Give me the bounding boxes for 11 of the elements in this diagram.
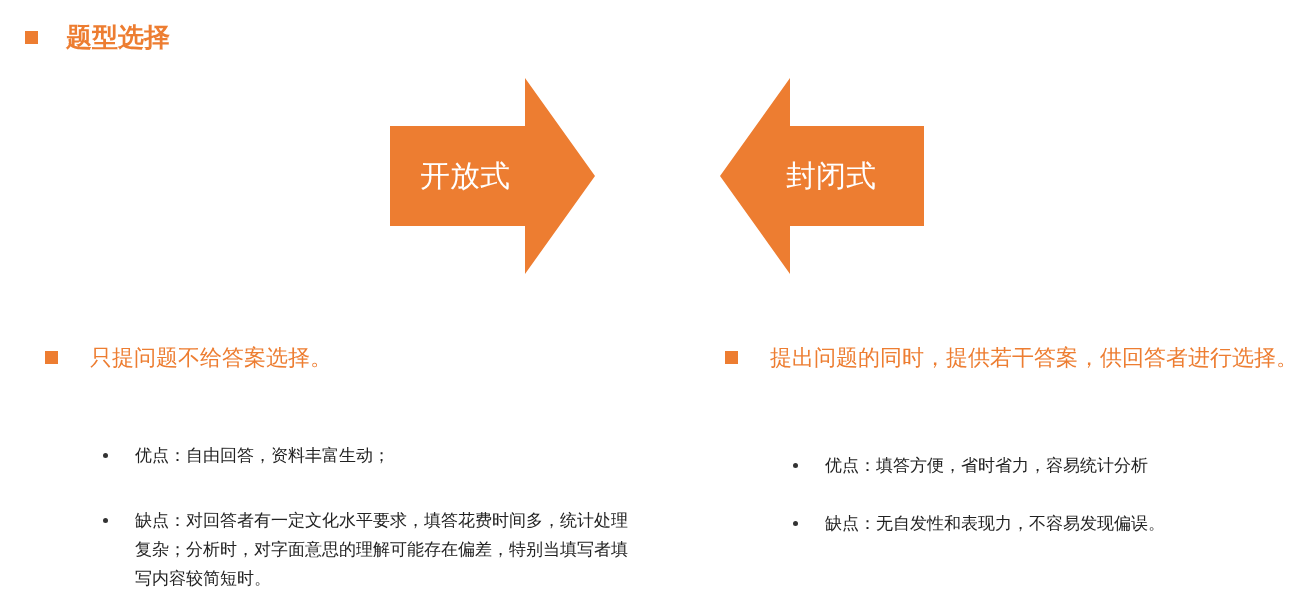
detail-text: 优点：自由回答，资料丰富生动；	[135, 444, 391, 467]
detail-text: 缺点：无自发性和表现力，不容易发现偏误。	[825, 512, 1166, 535]
right-arrow-shape	[390, 78, 595, 274]
point-text: 提出问题的同时，提供若干答案，供回答者进行选择。	[770, 344, 1299, 372]
detail-text: 缺点：对回答者有一定文化水平要求，填答花费时间多，统计处理复杂；分析时，对字面意思的理解可能存在偏差，特别当填写者填写内容较简短时。	[135, 509, 629, 590]
arrow-label: 开放式	[420, 157, 510, 195]
left-arrow-shape	[720, 78, 924, 274]
slide-title: 题型选择	[66, 21, 170, 54]
detail-text: 优点：填答方便，省时省力，容易统计分析	[825, 454, 1149, 477]
arrow-label: 封闭式	[786, 157, 876, 195]
point-text: 只提问题不给答案选择。	[90, 344, 333, 372]
